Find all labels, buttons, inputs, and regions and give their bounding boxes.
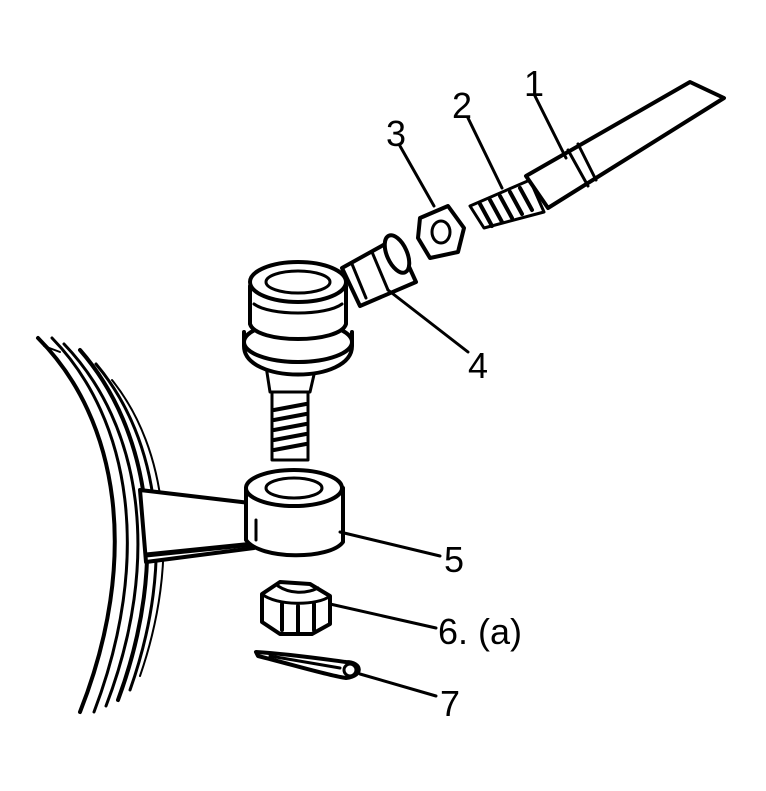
callout-4: 4: [468, 345, 488, 386]
callout-labels: 1 2 3 4 5 6. (a) 7: [386, 63, 544, 724]
tie-rod: [524, 80, 726, 210]
tie-rod-thread: [468, 178, 546, 230]
callout-5: 5: [444, 539, 464, 580]
callout-6a: 6. (a): [438, 611, 522, 652]
tie-rod-end: [242, 233, 418, 462]
castle-nut: [260, 580, 332, 636]
callout-7: 7: [440, 683, 460, 724]
callout-1: 1: [524, 63, 544, 104]
callout-2: 2: [452, 85, 472, 126]
leader-lines: [328, 94, 568, 698]
cotter-pin: [254, 650, 361, 680]
callout-3: 3: [386, 113, 406, 154]
knuckle-arm: [138, 468, 345, 564]
lock-nut: [416, 204, 466, 260]
